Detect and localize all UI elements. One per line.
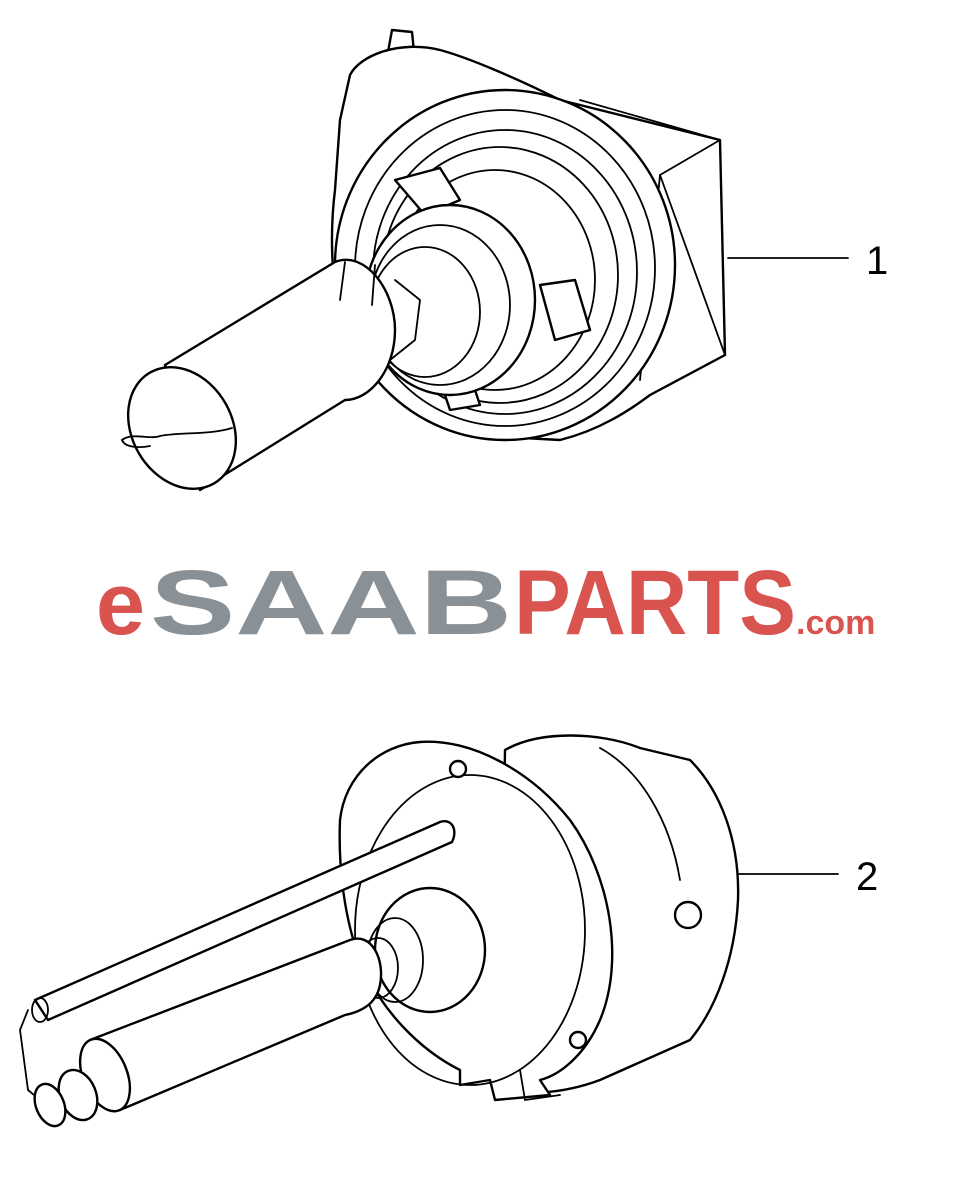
part-1-halogen-bulb — [121, 28, 727, 492]
callout-number-1: 1 — [866, 239, 888, 283]
part-2-xenon-bulb — [19, 734, 740, 1128]
logo-domain: .com — [796, 604, 875, 642]
logo-middle: SAAB — [150, 552, 512, 654]
callout-number-2: 2 — [856, 855, 878, 899]
callout-2: 2 — [737, 855, 878, 899]
logo-prefix: e — [96, 554, 145, 653]
esaabparts-logo: e SAAB PARTS .com — [96, 552, 875, 654]
callout-1: 1 — [727, 239, 888, 283]
logo-suffix: PARTS — [514, 552, 796, 654]
